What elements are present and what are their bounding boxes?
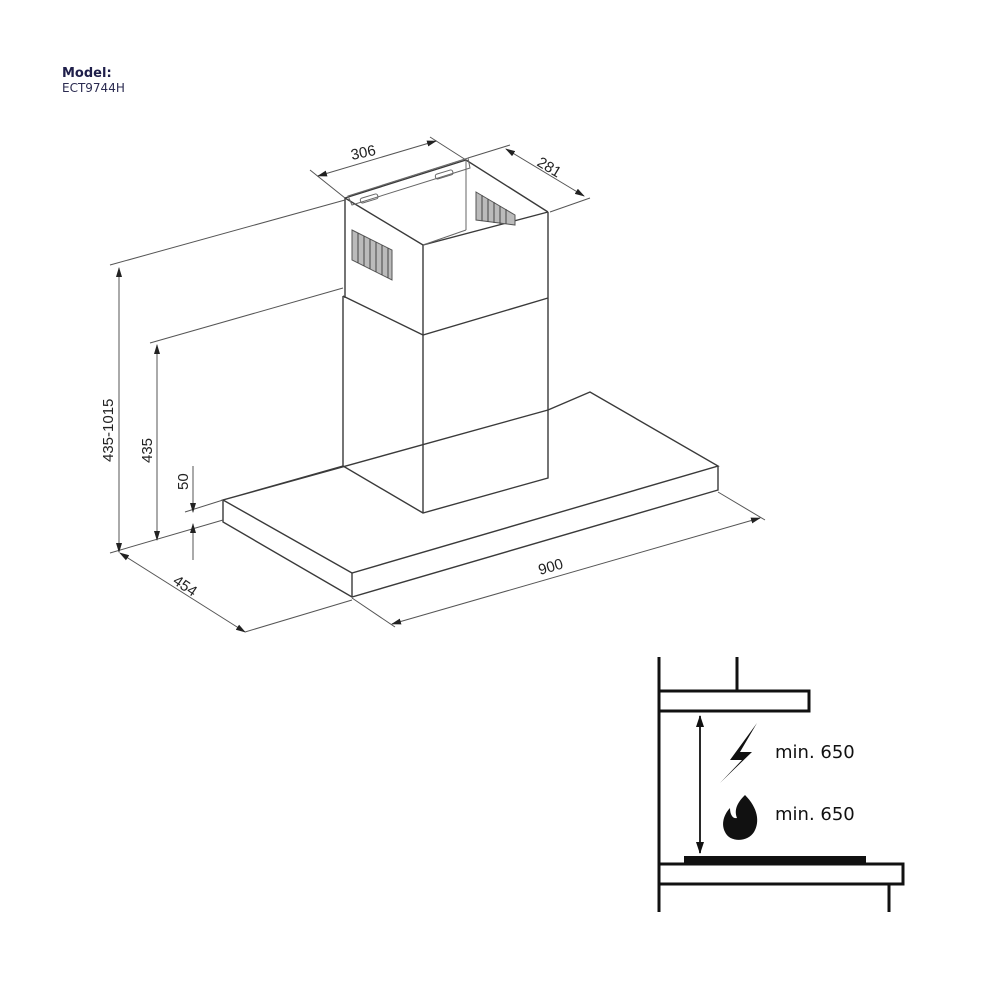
dim-total-height: 435-1015: [100, 399, 117, 462]
clearance-diagram: [657, 657, 905, 912]
model-info: Model: ECT9744H: [62, 66, 125, 96]
model-number: ECT9744H: [62, 81, 125, 95]
electric-clearance-label: min. 650: [775, 742, 855, 763]
dim-chimney-height: 435: [139, 438, 156, 463]
dim-canopy-thickness: 50: [175, 473, 192, 490]
hood-outline: [657, 689, 811, 713]
dim-chimney-depth: 281: [534, 154, 564, 181]
dim-chimney-width: 306: [349, 142, 377, 164]
dimension-lines: [109, 136, 766, 633]
gas-clearance-label: min. 650: [775, 804, 855, 825]
dim-canopy-width: 900: [536, 556, 565, 579]
countertop-outline: [657, 862, 905, 886]
vent-grille-left: [351, 229, 393, 281]
hob: [684, 856, 866, 864]
lightning-icon: [720, 723, 757, 783]
hood-body: [221, 157, 720, 598]
model-label: Model:: [62, 66, 112, 81]
flame-icon: [723, 795, 758, 840]
vent-grille-right: [475, 191, 516, 226]
dim-canopy-depth: 454: [170, 572, 200, 600]
